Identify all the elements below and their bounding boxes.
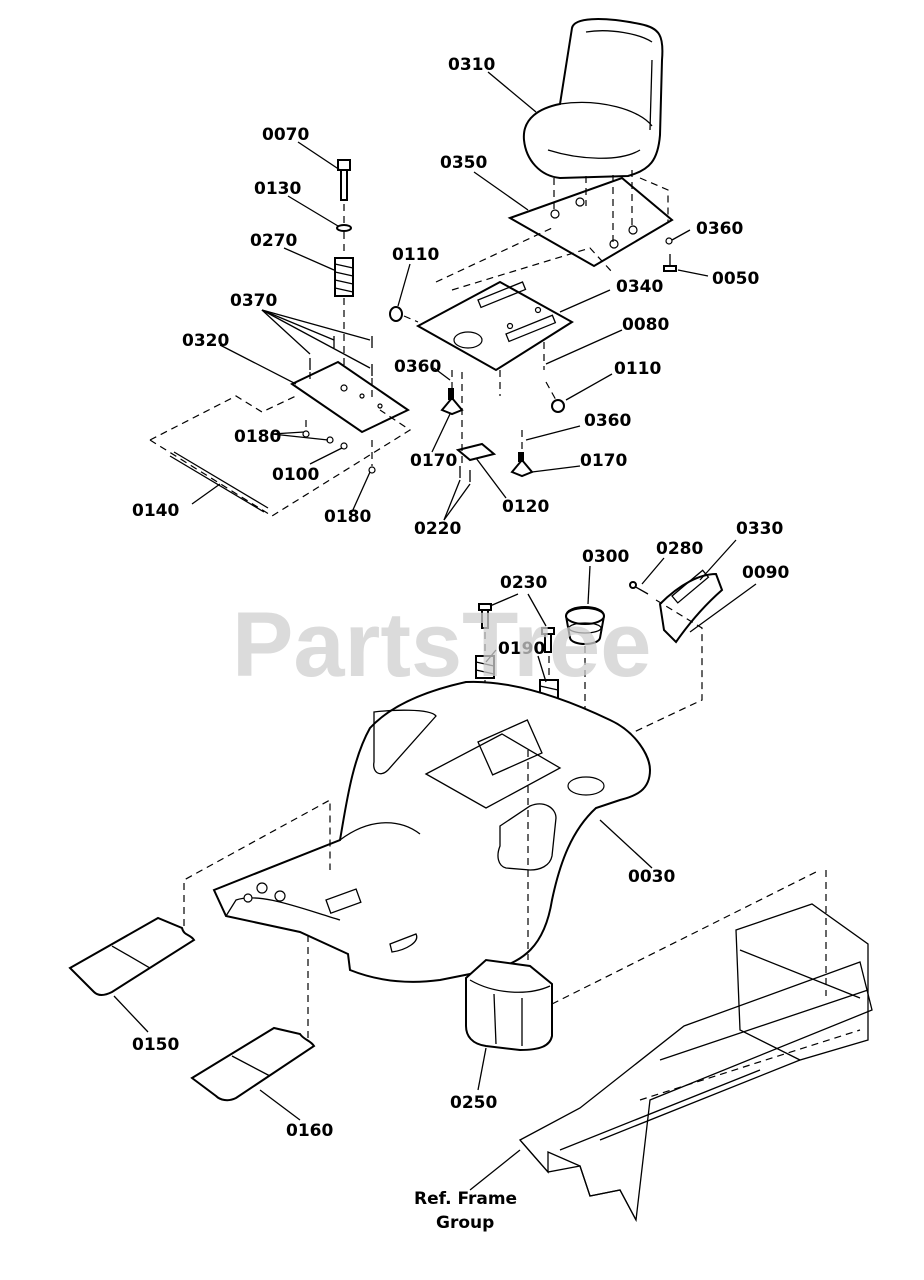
- callout-0180[interactable]: 0180: [234, 427, 281, 447]
- callout-0280[interactable]: 0280: [656, 539, 703, 559]
- callout-0170[interactable]: 0170: [410, 451, 457, 471]
- seat-pan-part[interactable]: [507, 176, 674, 268]
- callout-0310[interactable]: 0310: [448, 55, 495, 75]
- callout-0190[interactable]: 0190: [498, 639, 545, 659]
- callout-0140[interactable]: 0140: [132, 501, 179, 521]
- callout-0220[interactable]: 0220: [414, 519, 461, 539]
- knob-part[interactable]: [551, 399, 565, 413]
- bolt-part[interactable]: [478, 603, 555, 653]
- washer-part[interactable]: [665, 237, 673, 245]
- cup-holder-part[interactable]: [564, 606, 606, 645]
- spring-part[interactable]: [334, 257, 354, 297]
- floor-panel-part[interactable]: [190, 1026, 316, 1102]
- callout-0330[interactable]: 0330: [736, 519, 783, 539]
- callout-labels: 0310 0350 0360 0050 0070 0130 0270 0110 …: [132, 55, 789, 1141]
- slider-part[interactable]: [440, 388, 464, 416]
- callout-0070[interactable]: 0070: [262, 125, 309, 145]
- seat-bracket-part[interactable]: [290, 360, 410, 434]
- callout-0150[interactable]: 0150: [132, 1035, 179, 1055]
- callout-0110[interactable]: 0110: [392, 245, 439, 265]
- callout-0320[interactable]: 0320: [182, 331, 229, 351]
- callout-0270[interactable]: 0270: [250, 231, 297, 251]
- callout-0160[interactable]: 0160: [286, 1121, 333, 1141]
- callout-0300[interactable]: 0300: [582, 547, 629, 567]
- callout-0170[interactable]: 0170: [580, 451, 627, 471]
- seat-mount-plate-part[interactable]: [415, 280, 574, 372]
- callout-0250[interactable]: 0250: [450, 1093, 497, 1113]
- leader-lines: [113, 71, 757, 1191]
- callout-0360[interactable]: 0360: [696, 219, 743, 239]
- callout-0120[interactable]: 0120: [502, 497, 549, 517]
- slider-part[interactable]: [510, 452, 534, 478]
- callout-0350[interactable]: 0350: [440, 153, 487, 173]
- reference-note-line1: Ref. Frame: [414, 1189, 517, 1209]
- screw-part[interactable]: [663, 254, 677, 272]
- callout-0340[interactable]: 0340: [616, 277, 663, 297]
- callout-0110[interactable]: 0110: [614, 359, 661, 379]
- floor-panel-part[interactable]: [68, 916, 196, 996]
- bolt-part[interactable]: [337, 159, 351, 201]
- callout-0370[interactable]: 0370: [230, 291, 277, 311]
- knob-part[interactable]: [389, 306, 403, 322]
- callout-0100[interactable]: 0100: [272, 465, 319, 485]
- storage-bin-part[interactable]: [465, 958, 553, 1052]
- screw-part[interactable]: [629, 581, 649, 595]
- latch-part[interactable]: [455, 442, 497, 462]
- callout-0360[interactable]: 0360: [584, 411, 631, 431]
- screw-part[interactable]: [309, 336, 373, 376]
- callout-0230[interactable]: 0230: [500, 573, 547, 593]
- rear-fender-part[interactable]: [212, 680, 652, 983]
- washer-part[interactable]: [336, 224, 352, 232]
- watermark-text: PartsTree: [232, 594, 651, 696]
- frame-reference-drawing: [518, 903, 873, 1223]
- callout-0080[interactable]: 0080: [622, 315, 669, 335]
- callout-0090[interactable]: 0090: [742, 563, 789, 583]
- reference-note-line2: Group: [436, 1213, 494, 1233]
- callout-0360[interactable]: 0360: [394, 357, 441, 377]
- rod-part[interactable]: [169, 455, 265, 513]
- callout-0050[interactable]: 0050: [712, 269, 759, 289]
- callout-0180[interactable]: 0180: [324, 507, 371, 527]
- seat-part[interactable]: [522, 18, 664, 180]
- callout-0030[interactable]: 0030: [628, 867, 675, 887]
- callout-0130[interactable]: 0130: [254, 179, 301, 199]
